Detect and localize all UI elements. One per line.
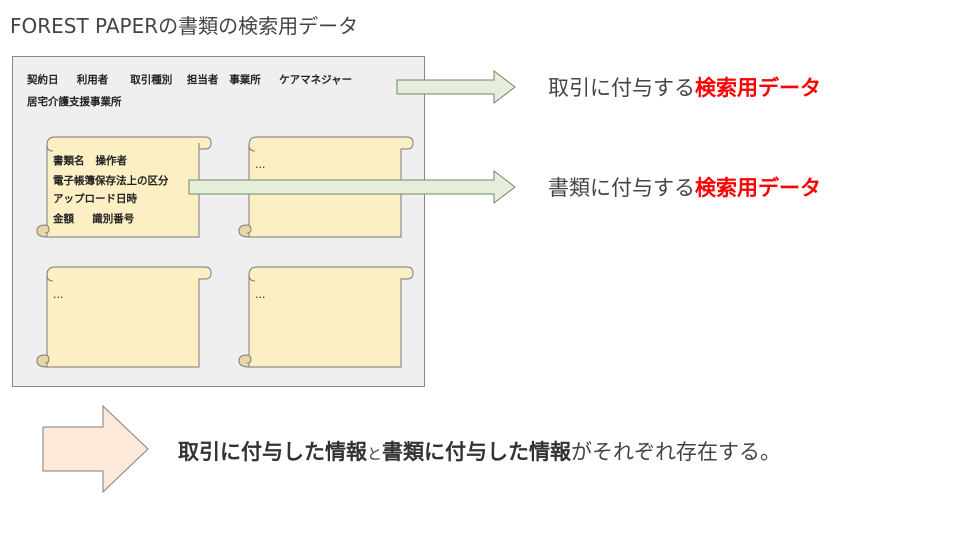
field-contract-date: 契約日 — [27, 74, 59, 86]
document-label: 書類に付与する検索用データ — [548, 172, 821, 202]
field-office: 事業所 — [229, 74, 261, 86]
conclusion-arrow — [42, 404, 149, 494]
document-arrow — [188, 169, 516, 205]
conclusion-suffix: がそれぞれ存在する。 — [571, 440, 782, 464]
scroll-shape — [238, 266, 414, 368]
conclusion-text: 取引に付与した情報と書類に付与した情報がそれぞれ存在する。 — [178, 436, 781, 466]
transaction-arrow — [396, 69, 516, 105]
field-transaction-type: 取引種別 — [130, 74, 173, 86]
scroll-shape — [36, 136, 212, 238]
document-scroll-3: … — [33, 263, 213, 371]
field-document-name: 書類名 — [53, 155, 85, 167]
document-scroll-4: … — [235, 263, 415, 371]
ellipsis-text: … — [255, 159, 266, 171]
field-staff: 担当者 — [186, 74, 219, 86]
transaction-label-prefix: 取引に付与する — [548, 76, 695, 100]
document-fields: 書類名 操作者 電子帳簿保存法上の区分 アップロード日時 金額 識別番号 — [53, 151, 169, 229]
conclusion-part2: 書類に付与した情報 — [382, 440, 572, 464]
transaction-label: 取引に付与する検索用データ — [548, 72, 821, 102]
transaction-label-highlight: 検索用データ — [695, 76, 821, 100]
field-amount: 金額 — [53, 213, 74, 225]
field-care-manager: ケアマネジャー — [279, 74, 353, 86]
conclusion-part1: 取引に付与した情報 — [178, 440, 367, 464]
field-upload-datetime: アップロード日時 — [53, 193, 137, 205]
page-title: FOREST PAPERの書類の検索用データ — [10, 14, 359, 38]
transaction-panel: 契約日 利用者 取引種別 担当者 事業所 ケアマネジャー 居宅介護支援事業所 書… — [12, 56, 425, 387]
document-scroll-1: 書類名 操作者 電子帳簿保存法上の区分 アップロード日時 金額 識別番号 — [33, 133, 213, 241]
scroll-shape — [36, 266, 212, 368]
ellipsis-text: … — [53, 289, 64, 301]
document-label-prefix: 書類に付与する — [548, 176, 695, 200]
conclusion-connector: と — [367, 445, 383, 463]
field-operator: 操作者 — [95, 155, 127, 167]
ellipsis-text: … — [255, 289, 266, 301]
document-label-highlight: 検索用データ — [695, 176, 821, 200]
field-id-number: 識別番号 — [92, 213, 135, 225]
transaction-fields: 契約日 利用者 取引種別 担当者 事業所 ケアマネジャー 居宅介護支援事業所 — [27, 69, 417, 113]
field-user: 利用者 — [76, 74, 109, 86]
field-home-care-office: 居宅介護支援事業所 — [27, 96, 122, 108]
field-ebook-category: 電子帳簿保存法上の区分 — [53, 175, 169, 187]
